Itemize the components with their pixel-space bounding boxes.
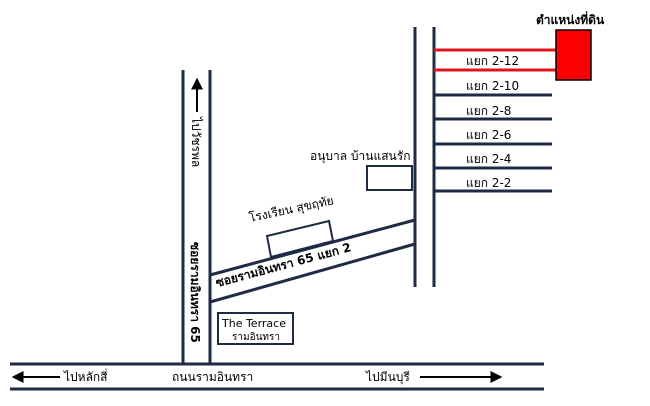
branch-main-vertical-road — [413, 27, 436, 287]
branch-2-6-label: แยก 2-6 — [466, 128, 511, 142]
kindergarten-building — [366, 165, 413, 191]
red-square-marker-icon — [555, 29, 592, 81]
the-terrace-name: The Terrace — [221, 317, 286, 330]
the-terrace-sub: รามอินทรา — [232, 332, 280, 343]
soi-vertical-label: ซอยรามอินทรา 65 — [188, 242, 202, 343]
to-north-label: ไปวัชรพล — [189, 116, 203, 167]
branch-2-10-label: แยก 2-10 — [466, 79, 519, 93]
soi-ramintra-65-branch-2-road — [209, 218, 416, 304]
branch-2-8-label: แยก 2-8 — [466, 104, 511, 118]
main-road-label: ถนนรามอินทรา — [172, 370, 253, 384]
branch-2-12-label: แยก 2-12 — [466, 54, 519, 68]
main-road — [10, 362, 544, 391]
branch-2-12-road — [434, 48, 556, 72]
to-west-label: ไปหลักสี่ — [63, 368, 108, 384]
branch-2-4-label: แยก 2-4 — [466, 152, 511, 166]
to-east-label: ไปมีนบุรี — [365, 370, 410, 385]
branch-2-2-label: แยก 2-2 — [466, 176, 511, 190]
school-label: โรงเรียน สุขฤทัย — [248, 193, 335, 226]
school-building — [265, 219, 335, 259]
soi-ramintra-65-road — [181, 70, 212, 364]
kindergarten-label: อนุบาล บ้านแสนรัก — [310, 149, 410, 164]
the-terrace-building — [217, 312, 294, 345]
target-title: ตำแหน่งที่ดิน — [536, 11, 605, 27]
